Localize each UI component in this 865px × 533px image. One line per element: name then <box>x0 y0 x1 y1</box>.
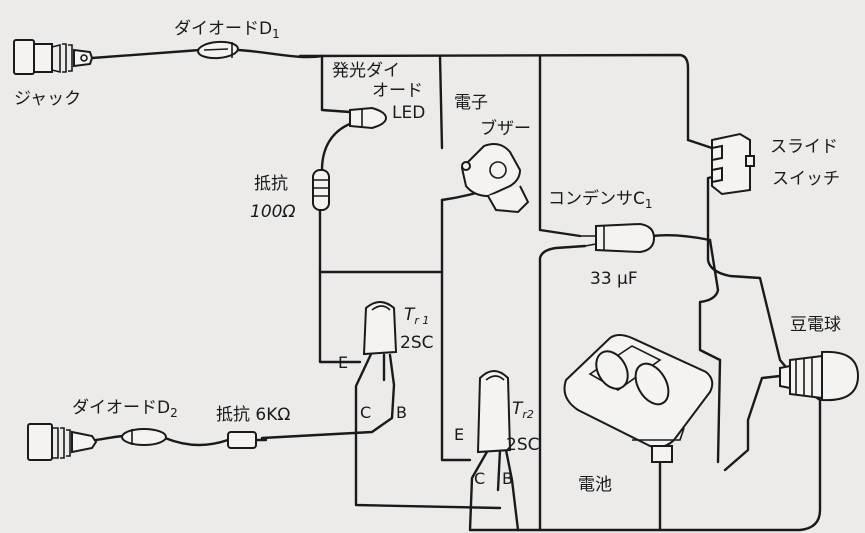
diode-d2 <box>121 428 167 446</box>
label-bulb: 豆電球 <box>790 315 841 335</box>
label-tr1-collector: C <box>360 403 371 422</box>
label-tr1-emitter: E <box>338 353 348 372</box>
label-resistor-100-line2: 100Ω <box>250 202 295 222</box>
resistor-6k-ohm <box>227 431 257 449</box>
label-diode-d2: ダイオードD2 <box>72 398 178 420</box>
resistor-100-ohm <box>312 169 330 211</box>
label-diode-d1: ダイオードD1 <box>174 19 280 41</box>
transistor-tr2 <box>476 370 512 454</box>
label-capacitor-line1: コンデンサC1 <box>548 188 653 211</box>
label-resistor-100-line1: 抵抗 <box>254 174 288 194</box>
label-resistor-6k: 抵抗 6KΩ <box>216 405 290 425</box>
label-switch-line2: スイッチ <box>772 169 840 189</box>
label-tr1-type: 2SC <box>400 333 433 353</box>
miniature-bulb <box>779 350 860 402</box>
label-tr2-type: 2SC <box>506 435 539 455</box>
transistor-tr1 <box>362 301 398 356</box>
capacitor-c1 <box>580 222 656 254</box>
label-capacitor-line2: 33 μF <box>590 269 638 289</box>
jack-1 <box>13 39 94 75</box>
wires <box>90 48 822 532</box>
jack-2 <box>27 423 98 461</box>
label-tr2-name: Tr2 <box>512 399 534 421</box>
label-switch-line1: スライド <box>770 137 838 157</box>
slide-switch <box>711 132 755 196</box>
label-tr2-base: B <box>502 469 513 488</box>
battery-holder <box>563 334 714 463</box>
diode-d1 <box>197 40 239 60</box>
label-led-line3: LED <box>392 103 425 123</box>
label-tr1-base: B <box>396 403 407 422</box>
labels: ダイオードD1 ジャック 発光ダイ オード LED 電子 ブザー 抵抗 100Ω… <box>14 19 841 495</box>
label-led-line2: オード <box>372 81 423 101</box>
label-buzzer-line1: 電子 <box>454 93 488 113</box>
electronic-buzzer <box>460 143 530 214</box>
led <box>349 106 388 130</box>
label-tr2-collector: C <box>474 469 485 488</box>
label-tr2-emitter: E <box>454 425 464 444</box>
label-battery: 電池 <box>578 475 612 495</box>
label-buzzer-line2: ブザー <box>480 118 531 139</box>
label-jack-1: ジャック <box>14 89 81 109</box>
label-tr1-name: Tr 1 <box>404 305 429 327</box>
label-led-line1: 発光ダイ <box>332 61 400 81</box>
